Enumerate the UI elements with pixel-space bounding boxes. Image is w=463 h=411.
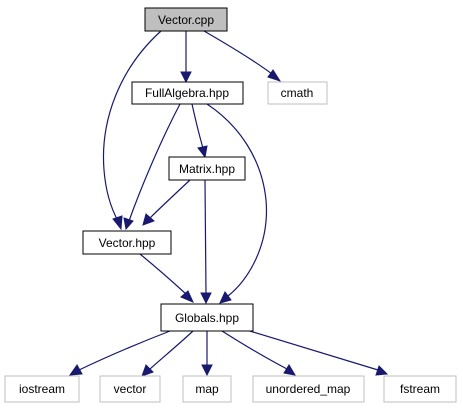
edges	[68, 30, 389, 377]
edge-globals-hpp-to-vector	[141, 330, 194, 377]
edge-vector-cpp-to-fullalgebra-hpp	[180, 31, 192, 84]
node-unordered-map[interactable]: unordered_map	[252, 375, 365, 403]
node-label: cmath	[281, 86, 314, 100]
node-label: vector	[114, 382, 147, 396]
edge-globals-hpp-to-fstream	[239, 327, 389, 376]
node-fstream[interactable]: fstream	[383, 375, 457, 403]
node-label: map	[195, 382, 219, 396]
edge-vector-cpp-to-vector-hpp	[102, 30, 162, 231]
edge-fullalgebra-hpp-to-matrix-hpp	[191, 103, 208, 159]
node-label: Globals.hpp	[175, 311, 239, 325]
edge-vector-hpp-to-globals-hpp	[139, 253, 194, 303]
nodes: Vector.cpp FullAlgebra.hpp cmath Matrix.…	[4, 7, 457, 403]
node-globals-hpp[interactable]: Globals.hpp	[160, 303, 254, 332]
node-vector-cpp[interactable]: Vector.cpp	[144, 7, 228, 32]
node-label: fstream	[400, 382, 440, 396]
edge-matrix-hpp-to-vector-hpp	[142, 179, 191, 226]
node-label: FullAlgebra.hpp	[145, 86, 229, 100]
node-cmath[interactable]: cmath	[267, 81, 328, 105]
node-map[interactable]: map	[182, 375, 232, 403]
node-label: iostream	[19, 382, 65, 396]
edge-matrix-hpp-to-globals-hpp	[200, 179, 212, 305]
edge-globals-hpp-to-map	[201, 331, 213, 377]
node-label: Matrix.hpp	[179, 162, 235, 176]
edge-vector-cpp-to-cmath	[203, 30, 282, 82]
node-vector[interactable]: vector	[99, 375, 161, 403]
edge-globals-hpp-to-iostream	[68, 330, 171, 376]
node-label: unordered_map	[266, 382, 351, 396]
node-matrix-hpp[interactable]: Matrix.hpp	[168, 156, 246, 181]
node-label: Vector.cpp	[158, 13, 214, 27]
edge-fullalgebra-hpp-to-globals-hpp	[206, 103, 268, 304]
edge-fullalgebra-hpp-to-vector-hpp	[123, 103, 181, 231]
node-fullalgebra-hpp[interactable]: FullAlgebra.hpp	[131, 81, 244, 105]
node-vector-hpp[interactable]: Vector.hpp	[82, 230, 172, 255]
node-iostream[interactable]: iostream	[4, 375, 80, 403]
node-label: Vector.hpp	[99, 236, 156, 250]
edge-globals-hpp-to-unordered-map	[221, 330, 296, 376]
